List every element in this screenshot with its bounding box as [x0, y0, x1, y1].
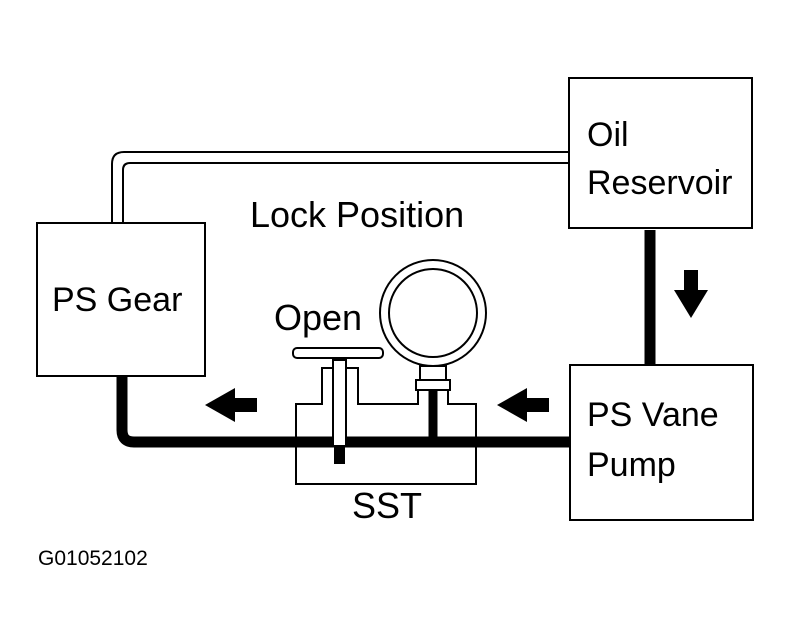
- return-line-inner: [122, 162, 570, 222]
- oil-reservoir-label-line1: Oil: [587, 116, 629, 154]
- valve-stem: [332, 359, 347, 447]
- flow-arrow-down-icon: [674, 270, 708, 318]
- valve-open-label: Open: [274, 297, 363, 338]
- return-line-outer: [111, 151, 570, 222]
- ps-vane-pump-label-line2: Pump: [587, 446, 676, 484]
- lock-position-label: Lock Position: [250, 194, 465, 235]
- oil-reservoir-box: [568, 77, 753, 229]
- ps-vane-pump-label-line1: PS Vane: [587, 396, 719, 434]
- figure-code: G01052102: [38, 547, 148, 570]
- sst-body: [295, 367, 477, 485]
- pressure-line: [116, 376, 572, 448]
- oil-reservoir-label-line2: Reservoir: [587, 164, 733, 202]
- pressure-gauge-face: [388, 268, 478, 358]
- ps-vane-pump-box: [569, 364, 754, 521]
- gauge-fitting-nut: [415, 379, 451, 391]
- sst-label: SST: [352, 485, 423, 526]
- flow-arrow-left-icon: [497, 388, 549, 422]
- flow-arrow-left-icon: [205, 388, 257, 422]
- valve-stem-tip: [334, 446, 345, 464]
- ps-gear-box: [36, 222, 206, 377]
- ps-gear-label: PS Gear: [52, 281, 183, 319]
- gauge-fitting: [419, 365, 447, 381]
- valve-handle: [292, 347, 384, 359]
